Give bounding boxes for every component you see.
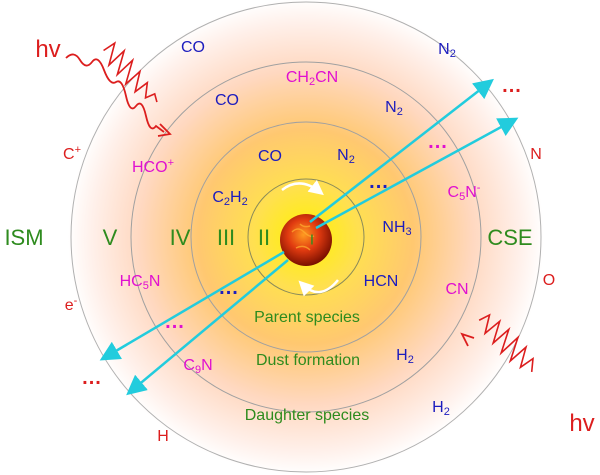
daughter-species-label: Daughter species xyxy=(244,407,370,424)
dots-blue-lower: ... xyxy=(219,277,239,299)
outflow-arrow-1 xyxy=(309,78,494,223)
dots-magenta-upper: ... xyxy=(428,131,448,153)
zone-i-label: I xyxy=(309,231,315,249)
uv-photon-wave-top xyxy=(65,53,165,133)
species-c5n-minus: C5N- xyxy=(447,182,481,203)
dots-red-lower: ... xyxy=(82,367,102,389)
species-n2-outer: N2 xyxy=(438,41,456,60)
parent-species-label: Parent species xyxy=(254,309,360,326)
uv-photon-head-bottom xyxy=(460,332,475,347)
species-o-atom: O xyxy=(542,272,556,289)
zone-ii-label: II xyxy=(257,225,271,250)
shell-3 xyxy=(130,61,482,413)
zone-iv-label: IV xyxy=(169,225,191,250)
star-surface-texture xyxy=(291,223,315,251)
zone-iii-label: III xyxy=(216,225,236,250)
shell-2 xyxy=(190,121,422,353)
outflow-arrow-4 xyxy=(126,259,289,396)
species-c2h2: C2H2 xyxy=(212,189,248,208)
species-h2-mid: H2 xyxy=(396,347,414,366)
rotation-arrow-top xyxy=(281,179,324,196)
dust-formation-label: Dust formation xyxy=(255,352,361,369)
species-co-mid: CO xyxy=(215,92,239,109)
ism-label: ISM xyxy=(4,225,44,250)
species-cn: CN xyxy=(445,281,469,298)
species-hc5n: HC5N xyxy=(119,273,161,292)
species-h2-outer: H2 xyxy=(432,399,450,418)
species-h-atom: H xyxy=(157,428,169,445)
uv-photon-wave-top-detail xyxy=(103,41,158,103)
uv-photon-head-top xyxy=(157,123,172,137)
species-c-plus: C+ xyxy=(63,144,81,163)
outflow-arrow-3 xyxy=(99,250,285,361)
outflow-arrow-2 xyxy=(315,117,519,230)
shell-outer xyxy=(70,1,542,473)
species-n-atom: N xyxy=(530,146,542,163)
species-hco-plus: HCO+ xyxy=(132,157,174,176)
zone-v-label: V xyxy=(102,225,118,250)
species-electron: e- xyxy=(64,295,78,314)
species-c9n: C9N xyxy=(183,357,213,376)
species-co-outer: CO xyxy=(181,39,205,56)
dots-red-upper: ... xyxy=(502,75,522,97)
species-ch2cn: CH2CN xyxy=(285,69,339,88)
dots-magenta-lower: ... xyxy=(165,311,185,333)
species-hcn: HCN xyxy=(363,273,399,290)
dots-blue-upper: ... xyxy=(369,171,389,193)
hv-bottom-label: hv xyxy=(569,410,595,437)
uv-photon-wave-bottom xyxy=(478,313,534,373)
species-co-inner: CO xyxy=(258,148,282,165)
rotation-arrow-bottom xyxy=(298,279,339,297)
cse-label: CSE xyxy=(487,225,533,250)
central-star xyxy=(280,214,332,266)
species-n2-inner: N2 xyxy=(337,147,355,166)
species-nh3: NH3 xyxy=(382,219,412,238)
species-n2-mid: N2 xyxy=(385,99,403,118)
hv-top-label: hv xyxy=(35,36,61,63)
